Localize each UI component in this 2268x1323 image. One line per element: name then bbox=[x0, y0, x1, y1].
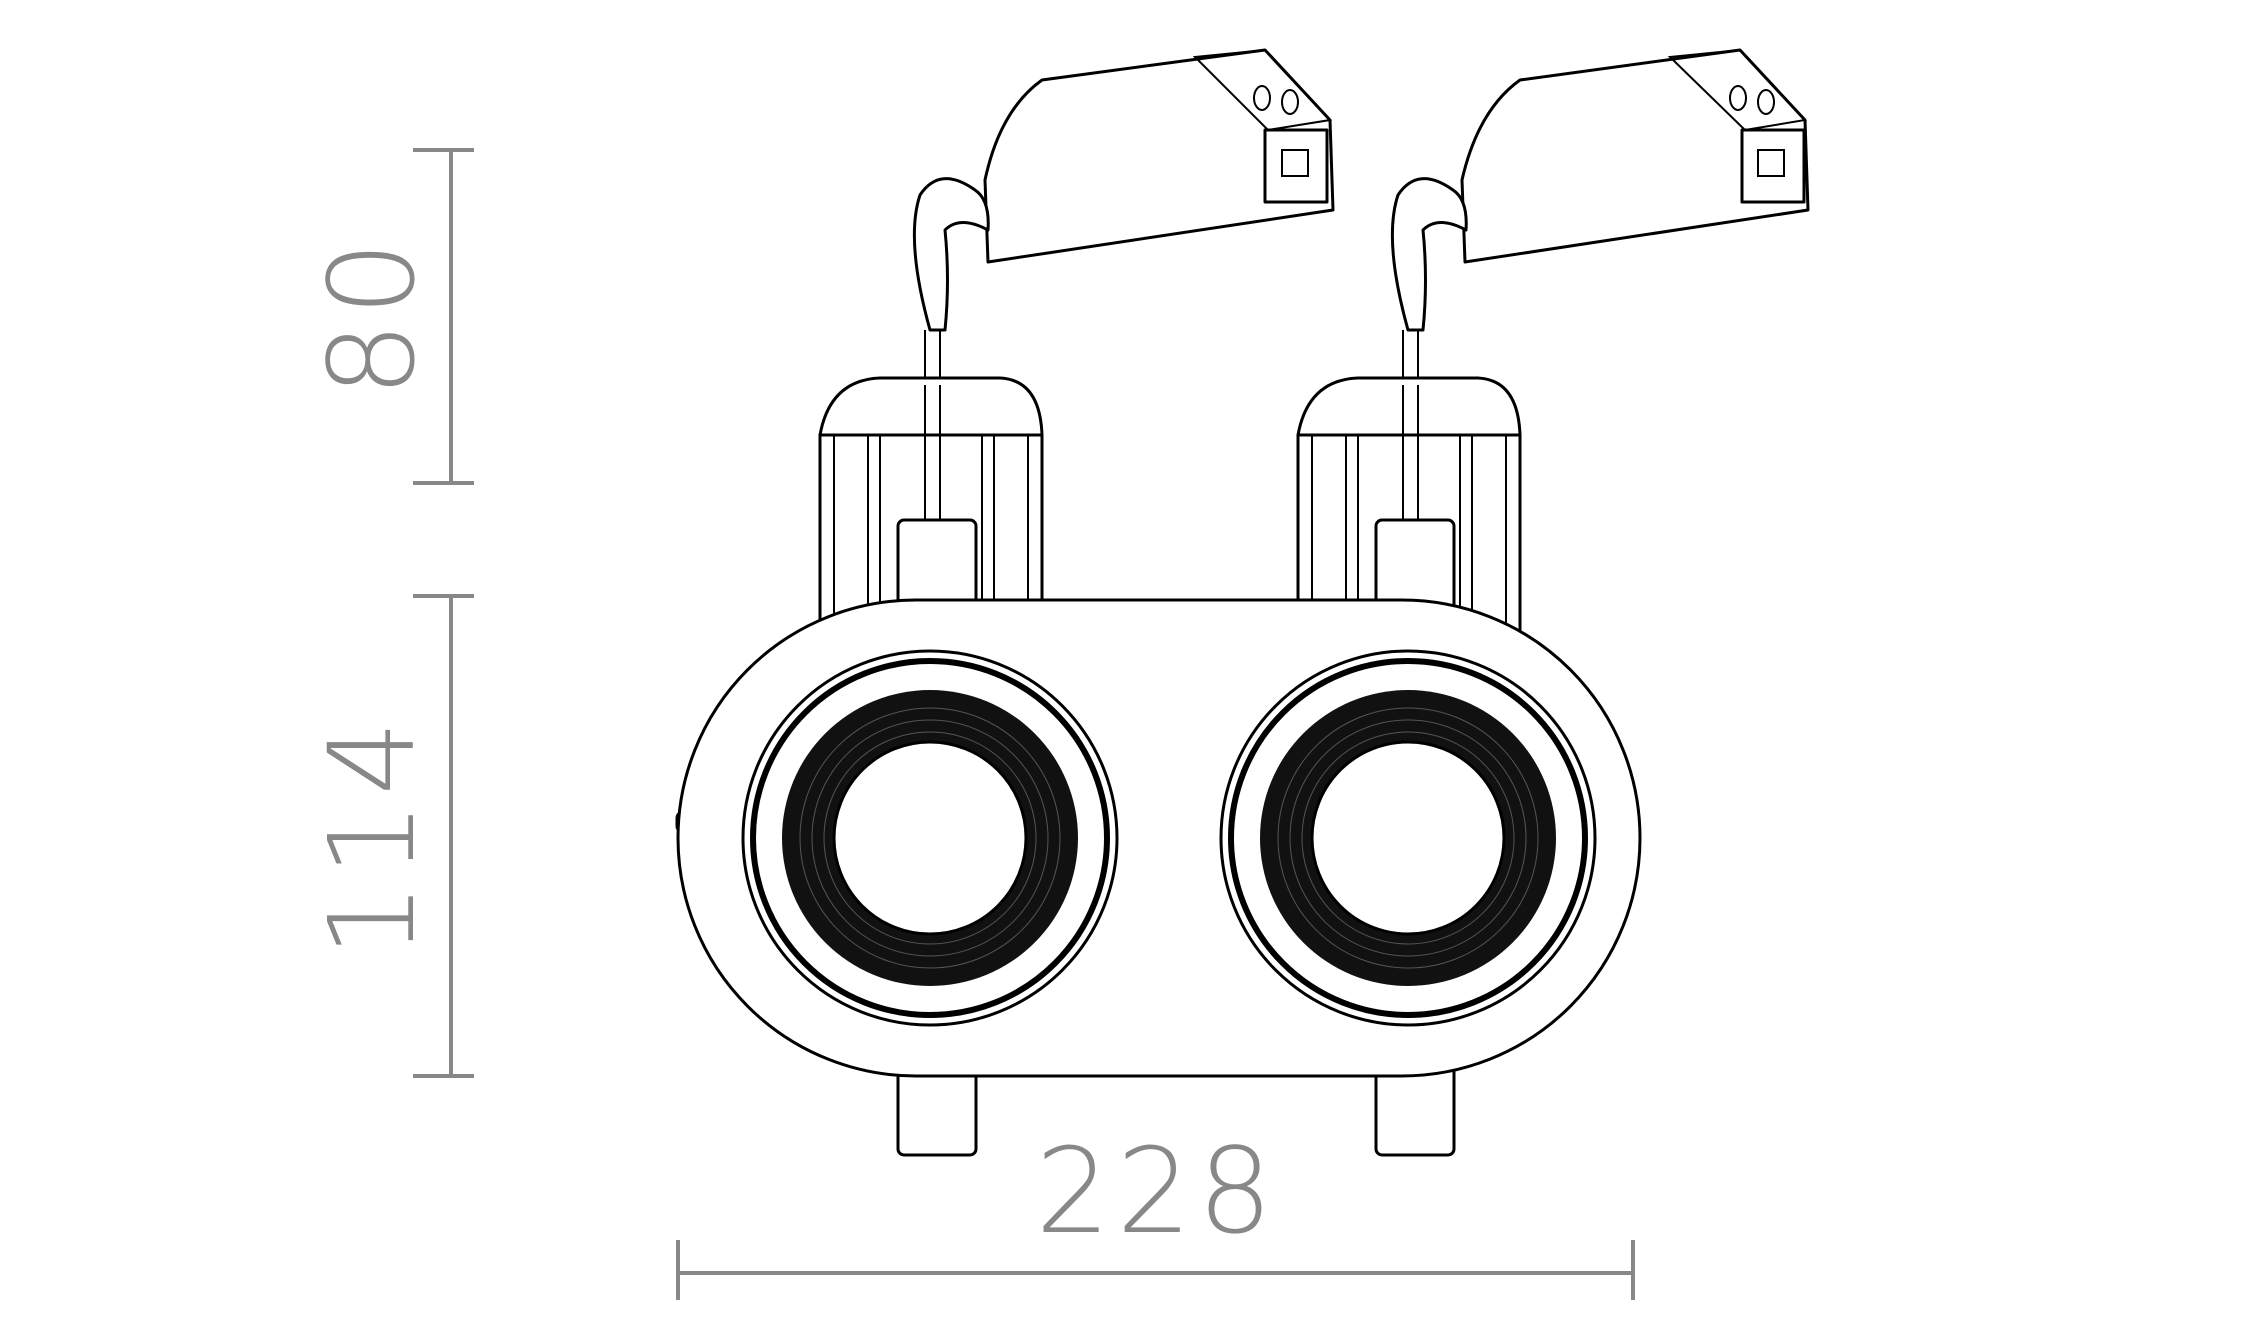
driver-right bbox=[1460, 48, 1810, 264]
front-view bbox=[676, 518, 1642, 1157]
dimension-depth-label: 114 bbox=[303, 714, 441, 957]
driver-left bbox=[983, 48, 1335, 264]
cable-left bbox=[912, 177, 990, 380]
dimension-depth: 114 bbox=[303, 594, 474, 1078]
lens-right bbox=[1219, 649, 1597, 1027]
dimension-height: 80 bbox=[303, 148, 474, 485]
clip-top-right bbox=[1374, 518, 1456, 612]
cable-right bbox=[1390, 177, 1468, 380]
dimension-width-label: 228 bbox=[1035, 1122, 1278, 1260]
dimension-width: 228 bbox=[676, 1122, 1635, 1300]
dimension-height-label: 80 bbox=[303, 235, 441, 397]
clip-top-left bbox=[896, 518, 978, 612]
lens-left bbox=[741, 649, 1119, 1027]
